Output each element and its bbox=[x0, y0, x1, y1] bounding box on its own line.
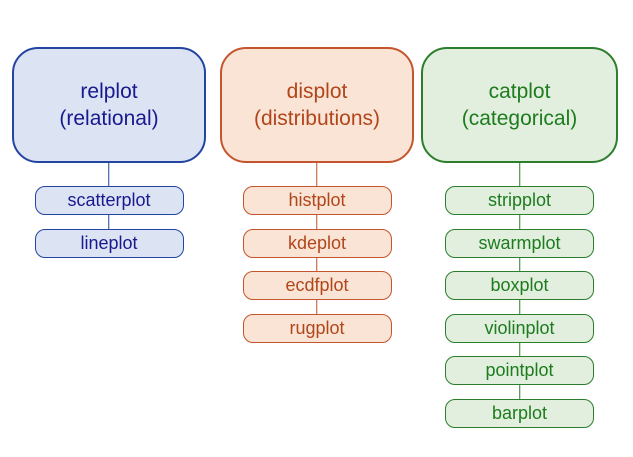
node-subtitle: (categorical) bbox=[461, 107, 578, 130]
node-lineplot: lineplot bbox=[34, 228, 184, 258]
node-catplot: catplot (categorical) bbox=[421, 47, 618, 163]
node-label: lineplot bbox=[80, 232, 138, 253]
node-kdeplot: kdeplot bbox=[242, 228, 392, 258]
node-label: scatterplot bbox=[67, 190, 151, 210]
node-title: displot bbox=[286, 80, 348, 103]
node-label: ecdfplot bbox=[285, 275, 349, 295]
node-displot: displot (distributions) bbox=[220, 47, 414, 163]
column-relplot: relplot (relational) scatterplot lineplot bbox=[12, 47, 206, 271]
node-stripplot: stripplot bbox=[445, 186, 594, 215]
children-relplot: scatterplot lineplot bbox=[12, 186, 206, 258]
node-label: boxplot bbox=[490, 275, 549, 295]
node-label: rugplot bbox=[289, 317, 345, 338]
node-barplot: barplot bbox=[445, 398, 594, 428]
column-catplot: catplot (categorical) stripplot swarmplot… bbox=[421, 47, 618, 441]
node-pointplot: pointplot bbox=[445, 356, 594, 385]
node-label: histplot bbox=[288, 190, 346, 210]
node-subtitle: (distributions) bbox=[253, 107, 381, 130]
node-label: swarmplot bbox=[478, 232, 561, 253]
node-subtitle: (relational) bbox=[59, 107, 159, 130]
node-swarmplot: swarmplot bbox=[445, 228, 594, 258]
node-label: pointplot bbox=[485, 360, 554, 380]
node-boxplot: boxplot bbox=[445, 271, 594, 300]
node-rugplot: rugplot bbox=[242, 313, 392, 343]
node-violinplot: violinplot bbox=[445, 313, 594, 343]
node-label: violinplot bbox=[484, 317, 555, 338]
children-catplot: stripplot swarmplot boxplot violinplot point… bbox=[421, 186, 618, 428]
node-ecdfplot: ecdfplot bbox=[242, 271, 392, 300]
node-label: barplot bbox=[491, 402, 548, 423]
node-relplot: relplot (relational) bbox=[12, 47, 206, 163]
node-scatterplot: scatterplot bbox=[34, 186, 184, 215]
children-displot: histplot kdeplot ecdfplot rugplot bbox=[220, 186, 414, 343]
node-label: kdeplot bbox=[287, 232, 347, 253]
column-displot: displot (distributions) histplot kdeplot e… bbox=[220, 47, 414, 356]
node-label: stripplot bbox=[487, 190, 552, 210]
node-histplot: histplot bbox=[242, 186, 392, 215]
node-title: catplot bbox=[488, 80, 551, 103]
node-title: relplot bbox=[80, 80, 138, 103]
